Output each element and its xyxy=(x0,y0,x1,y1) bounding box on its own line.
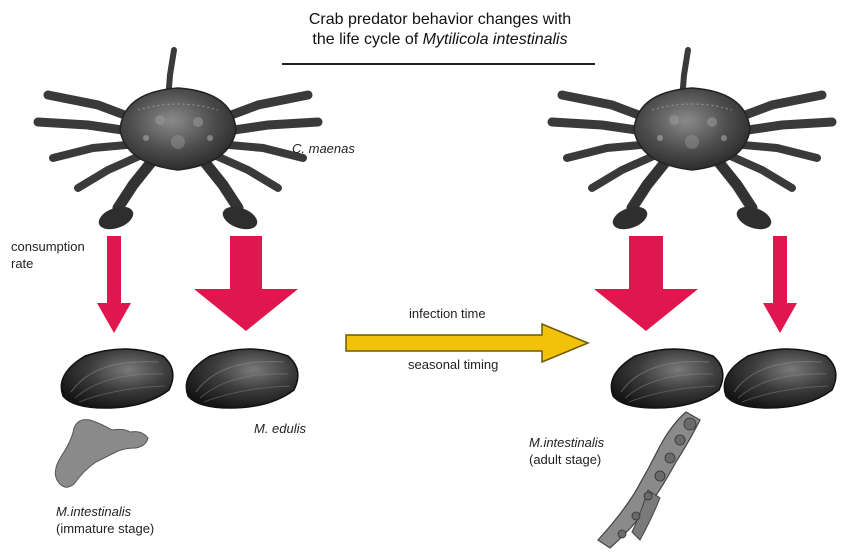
infection-time-label: infection time xyxy=(409,305,486,322)
seasonal-timing-label: seasonal timing xyxy=(408,356,498,373)
diagram-title: Crab predator behavior changes with the … xyxy=(250,10,630,50)
title-line-1: Crab predator behavior changes with xyxy=(250,10,630,30)
title-species-name: Mytilicola intestinalis xyxy=(423,31,568,48)
mussel-species-label: M. edulis xyxy=(254,420,306,437)
title-line-2-prefix: the life cycle of xyxy=(312,31,422,48)
title-underline xyxy=(282,63,595,65)
parasite-immature-label: M.intestinalis (immature stage) xyxy=(56,503,154,537)
parasite-immature-illustration xyxy=(55,420,148,488)
consumption-arrow-small-right xyxy=(763,236,797,333)
parasite-adult-label: M.intestinalis (adult stage) xyxy=(529,434,604,468)
mussel-3-illustration xyxy=(611,349,723,408)
title-line-2: the life cycle of Mytilicola intestinali… xyxy=(250,30,630,50)
consumption-rate-label: consumption rate xyxy=(11,238,85,272)
crab-right-illustration xyxy=(552,50,832,234)
mussel-4-illustration xyxy=(724,349,836,408)
mussel-2-illustration xyxy=(186,349,298,408)
consumption-arrow-large-right xyxy=(594,236,698,331)
parasite-adult-illustration xyxy=(598,412,700,548)
mussel-1-illustration xyxy=(61,349,173,408)
consumption-arrow-small-left xyxy=(97,236,131,333)
consumption-arrow-large-left xyxy=(194,236,298,331)
crab-left-illustration xyxy=(38,50,318,234)
crab-species-label: C. maenas xyxy=(292,140,355,157)
